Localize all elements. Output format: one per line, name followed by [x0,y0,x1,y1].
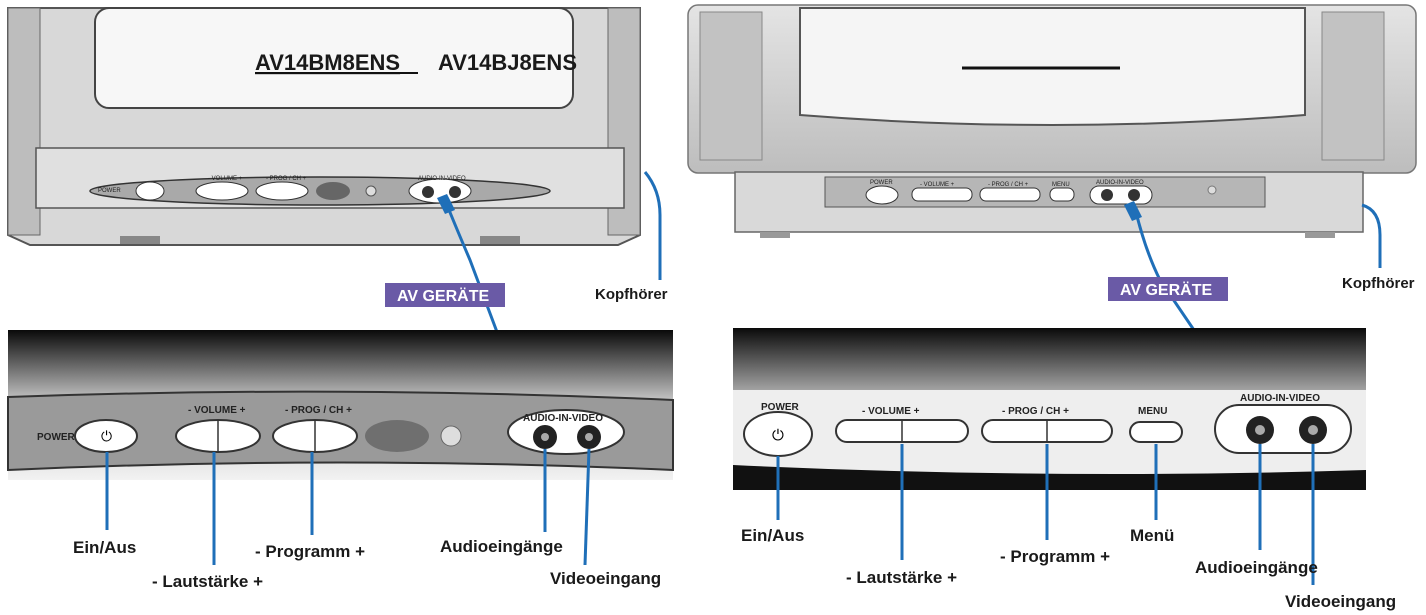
right-tv-menu-mini-label: MENU [1052,182,1070,188]
left-tv-volume-mini-label: - VOLUME + [208,176,243,182]
right-headphones-label: Kopfhörer [1342,275,1415,292]
right-power-label: Ein/Aus [741,526,804,545]
right-menu-button[interactable] [1129,421,1183,443]
left-audio-inputs-label: Audioeingänge [440,537,563,556]
right-tv-screen [799,7,1306,126]
right-tv-volume-mini-label: - VOLUME + [920,182,955,188]
right-av-devices-badge [1108,277,1228,301]
left-program-label: - Programm + [255,542,365,561]
left-indicator-led [440,425,462,447]
left-tv: POWER - VOLUME + - PROG / CH + AUDIO-IN-… [7,7,641,246]
right-menu-label: Menü [1130,526,1174,545]
left-tv-power-mini-label: POWER [98,188,121,194]
left-headphones-label: Kopfhörer [595,286,668,303]
left-volume-panel-label: - VOLUME + [188,405,246,416]
right-volume-panel-label: - VOLUME + [862,406,920,417]
right-closeup-panel: POWER ⏻ - VOLUME + - PROG / CH + MENU AU… [733,328,1366,490]
right-tv: POWER - VOLUME + - PROG / CH + MENU AUDI… [687,4,1417,238]
right-tv-prog-mini-label: - PROG / CH + [988,182,1029,188]
left-tv-screen [94,7,574,109]
left-model-label: AV14BM8ENS [255,50,400,75]
right-prog-panel-label: - PROG / CH + [1002,406,1069,417]
right-tv-audio-video-mini-label: AUDIO-IN-VIDEO [1096,180,1144,186]
right-audio-video-panel-label: AUDIO-IN-VIDEO [1240,393,1320,404]
right-menu-panel-label: MENU [1138,406,1167,417]
right-volume-label: - Lautstärke + [846,568,957,587]
left-audio-video-panel-label: AUDIO-IN-VIDEO [523,413,603,424]
left-ir-sensor [365,420,429,452]
left-av-devices-label: AV GERÄTE [397,287,489,305]
right-tv-power-mini-label: POWER [870,180,893,186]
left-volume-label: - Lautstärke + [152,572,263,591]
left-tv-prog-mini-label: - PROG / CH + [266,176,307,182]
left-power-panel-label: POWER [37,432,76,443]
right-audio-inputs-label: Audioeingänge [1195,558,1318,577]
left-power-icon: ⏻ [101,429,112,445]
right-program-label: - Programm + [1000,547,1110,566]
left-tv-audio-video-mini-label: AUDIO-IN-VIDEO [418,176,466,182]
left-av-devices-badge [385,283,505,307]
right-av-plug-icon [1124,201,1142,221]
left-video-input-label: Videoeingang [550,569,661,588]
right-power-panel-label: POWER [761,402,800,413]
right-model-label: AV14BJ8ENS [438,50,577,75]
left-power-label: Ein/Aus [73,538,136,557]
left-prog-panel-label: - PROG / CH + [285,405,352,416]
right-av-devices-label: AV GERÄTE [1120,281,1212,299]
right-video-input-label: Videoeingang [1285,592,1396,611]
left-av-plug-icon [437,194,455,214]
left-closeup-panel: POWER ⏻ - VOLUME + - PROG / CH + AUDIO-I… [7,330,674,480]
right-power-icon: ⏻ [772,426,784,444]
